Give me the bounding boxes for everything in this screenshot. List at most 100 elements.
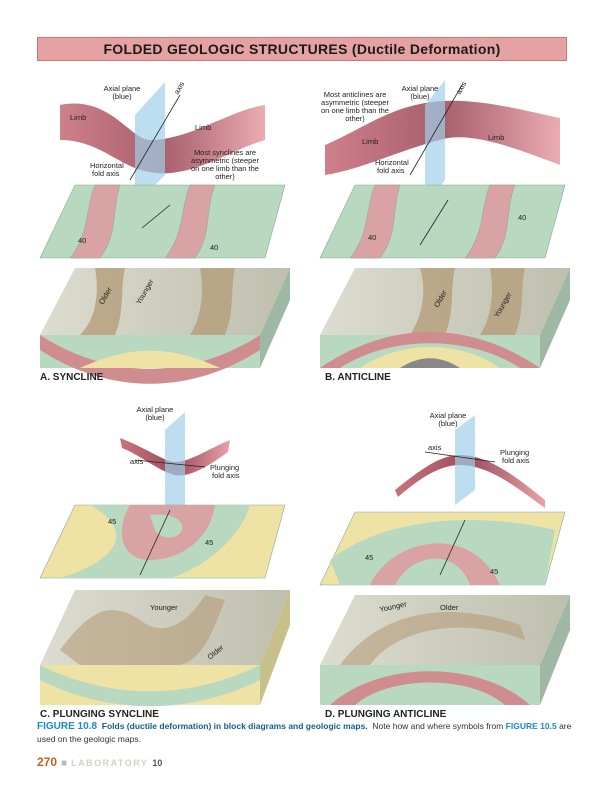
diagram-label: (blue) <box>145 413 165 422</box>
diagram-shape <box>480 268 525 335</box>
diagram-label: asymmetric (steeper <box>321 98 389 107</box>
block-diagram-top <box>40 268 290 335</box>
diagram-label: 40 <box>518 213 526 222</box>
diagram-shape <box>320 332 540 368</box>
diagram-label: Plunging <box>500 448 529 457</box>
diagram-label: Limb <box>488 133 504 142</box>
diagram-shape <box>260 268 290 368</box>
diagram-label: (blue) <box>112 92 132 101</box>
section-banner: FOLDED GEOLOGIC STRUCTURES (Ductile Defo… <box>37 37 567 61</box>
diagram-label: on one limb than the <box>191 164 259 173</box>
diagram-shape <box>139 509 171 576</box>
diagram-shape <box>340 612 525 665</box>
axial-plane <box>425 80 445 205</box>
fold-surface <box>120 438 230 476</box>
diagram-label: Horizontal <box>375 158 409 167</box>
fold-surface <box>395 455 545 508</box>
diagram-label: Limb <box>70 113 86 122</box>
diagram-label: (blue) <box>410 92 430 101</box>
panel-label: D. PLUNGING ANTICLINE <box>325 709 447 720</box>
fold-axis-line <box>129 94 181 181</box>
diagram-shape <box>190 268 235 335</box>
diagram-label: fold axis <box>377 166 405 175</box>
diagram-shape <box>134 459 206 468</box>
diagram-label: 45 <box>205 538 213 547</box>
fold-axis-line <box>409 84 463 176</box>
diagram-label: axis <box>130 457 144 466</box>
diagram-shape <box>540 595 570 705</box>
diagram-shape <box>40 335 260 384</box>
diagram-shape <box>540 268 570 368</box>
panel-label: B. ANTICLINE <box>325 372 391 383</box>
diagram-shape <box>400 358 460 368</box>
panel-anticline: Axial plane (blue) axis Most anticlines … <box>319 80 570 383</box>
diagram-shape <box>395 558 470 585</box>
diagram-shape <box>164 184 216 259</box>
panel-plunging-anticline: Axial plane (blue) axis Plunging fold ax… <box>319 411 570 720</box>
diagram-shape <box>439 519 466 576</box>
geologic-map <box>39 184 286 259</box>
diagram-label: Axial plane <box>137 405 174 414</box>
diagram-shape <box>80 350 220 368</box>
diagram-label: Limb <box>195 123 211 132</box>
diagram-label: Axial plane <box>104 84 141 93</box>
diagram-label: (blue) <box>438 419 458 428</box>
diagram-label: fold axis <box>212 471 240 480</box>
section-name: LABORATORY <box>71 758 149 768</box>
block-diagram-front <box>320 665 540 705</box>
diagram-label: axis <box>172 80 187 96</box>
diagram-shape <box>141 204 171 229</box>
diagram-label: Axial plane <box>430 411 467 420</box>
geologic-map <box>319 184 566 259</box>
axial-plane <box>455 415 475 505</box>
diagram-shape <box>424 451 496 463</box>
caption-text: Note how and where symbols from <box>372 721 504 731</box>
diagram-shape <box>410 268 455 335</box>
diagram-label: Limb <box>362 137 378 146</box>
diagram-shape <box>60 595 225 665</box>
axial-plane <box>135 82 165 205</box>
panel-label: A. SYNCLINE <box>40 372 104 383</box>
diagram-label: 40 <box>368 233 376 242</box>
diagram-label: on one limb than the <box>321 106 389 115</box>
diagram-label: 40 <box>210 243 218 252</box>
diagram-label: 45 <box>108 517 116 526</box>
caption-text-end: are used on the geologic maps. <box>37 721 572 744</box>
diagram-label: Plunging <box>210 463 239 472</box>
diagram-label: other) <box>345 114 365 123</box>
diagram-label: Older <box>440 603 459 612</box>
diagram-label: 45 <box>490 567 498 576</box>
diagram-shape <box>40 665 260 707</box>
figure-title: Folds (ductile deformation) in block dia… <box>101 721 368 731</box>
diagram-label: fold axis <box>502 456 530 465</box>
chapter-number: 10 <box>152 758 163 768</box>
diagram-shape <box>69 184 121 259</box>
figure-number: FIGURE 10.8 <box>37 721 98 732</box>
diagram-shape <box>330 671 530 705</box>
fold-surface <box>60 103 265 174</box>
diagram-shape <box>464 184 516 259</box>
diagram-label: 45 <box>365 553 373 562</box>
diagram-label: asymmetric (steeper <box>191 156 259 165</box>
panel-label: C. PLUNGING SYNCLINE <box>40 709 159 720</box>
diagram-label: Horizontal <box>90 161 124 170</box>
diagram-shape <box>80 268 125 335</box>
figure-caption: FIGURE 10.8 Folds (ductile deformation) … <box>37 720 577 745</box>
diagram-label: 40 <box>78 236 86 245</box>
diagram-label: Most anticlines are <box>324 90 387 99</box>
diagram-label: Axial plane <box>402 84 439 93</box>
panel-syncline: Axial plane (blue) axis Limb Limb Horizo… <box>39 80 290 384</box>
separator-square-icon: ■ <box>61 758 68 769</box>
figure-reference-link[interactable]: FIGURE 10.5 <box>505 721 557 731</box>
diagram-shape <box>349 184 401 259</box>
axial-plane <box>165 412 185 520</box>
diagram-label: axis <box>454 80 469 96</box>
diagram-label: Most synclines are <box>194 148 256 157</box>
diagram-shape <box>260 590 290 705</box>
page-number: 270 <box>37 755 58 769</box>
diagram-shape <box>150 514 183 538</box>
diagram-shape <box>419 199 449 246</box>
diagram-label: Younger <box>150 603 178 612</box>
